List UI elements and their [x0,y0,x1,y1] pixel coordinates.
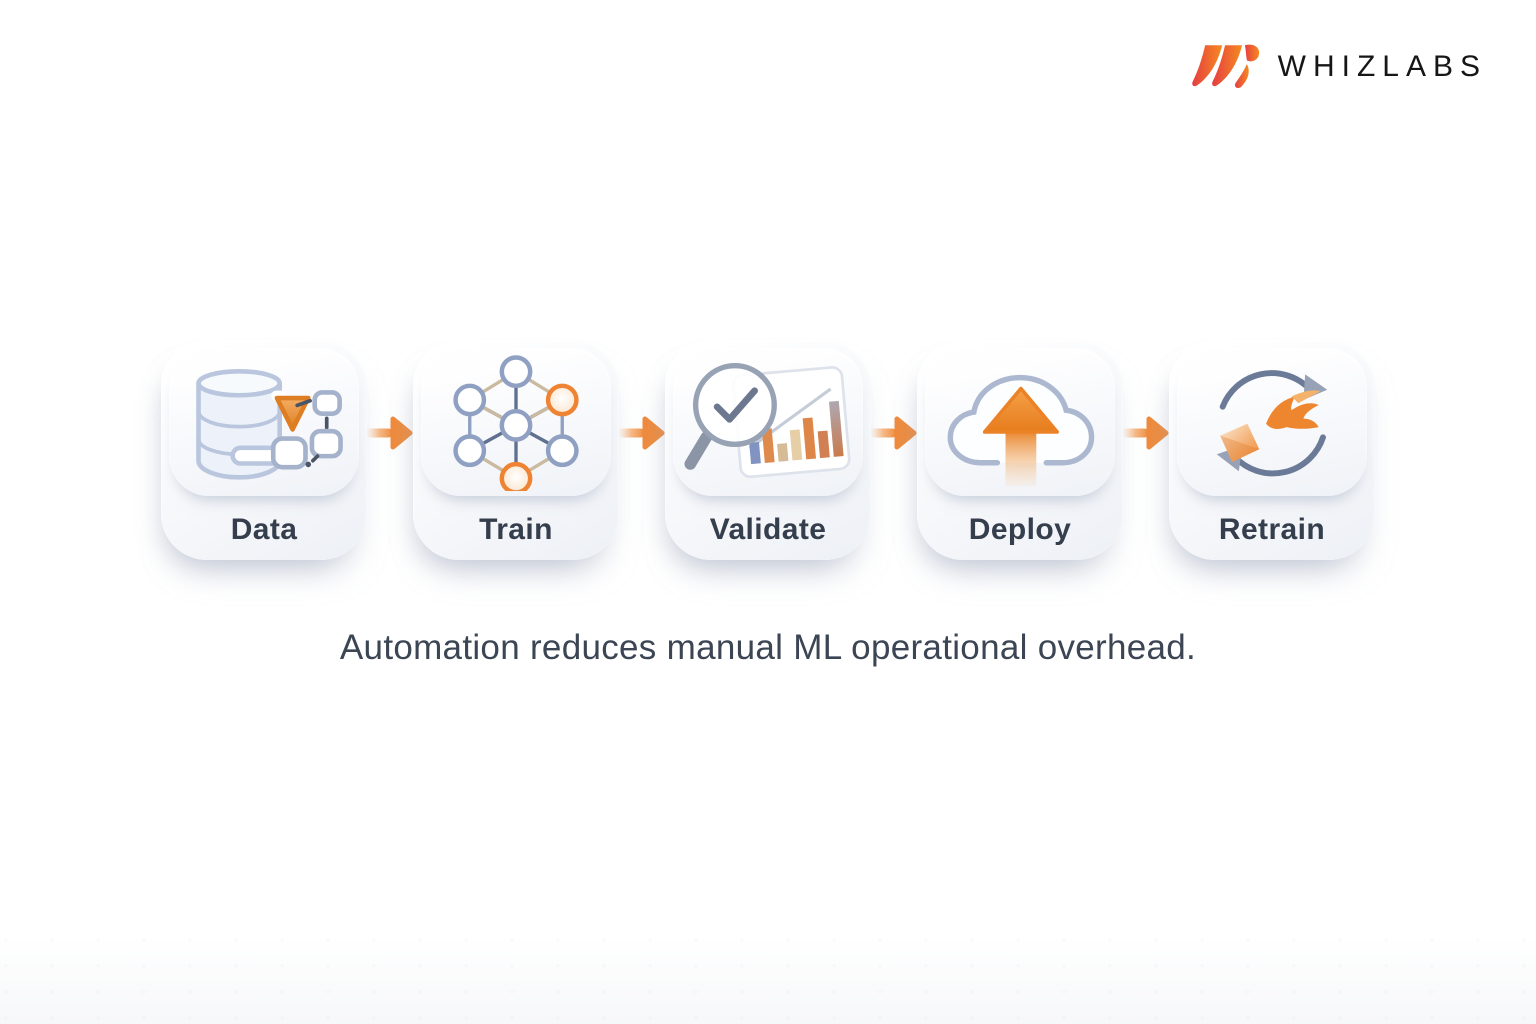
caption-text: Automation reduces manual ML operational… [339,628,1197,667]
step-icon-panel [169,348,359,496]
step-label: Deploy [968,513,1072,546]
step-label: Data [230,513,298,546]
flow-arrow-icon [870,416,917,450]
step-icon-panel [673,348,863,496]
bottom-texture [0,934,1536,1024]
pipeline-step-deploy: Deploy [917,340,1123,560]
cloud-upload-icon [947,374,1095,487]
refresh-cycle-icon [1216,370,1328,477]
step-label: Validate [709,513,827,546]
ml-pipeline-flow: Data [161,340,1375,560]
step-label: Retrain [1218,513,1326,546]
neural-network-icon [453,355,579,491]
brand-name: WHIZLABS [1277,50,1487,83]
step-icon-panel [925,348,1115,496]
pipeline-step-train: Train [413,340,619,560]
magnifier-check-chart-icon [684,363,851,479]
pipeline-step-validate: Validate [665,340,871,560]
flow-arrow-icon [1122,416,1169,450]
brand-logo: WHIZLABS [1190,42,1487,92]
step-icon-panel [421,348,611,496]
pipeline-step-retrain: Retrain [1169,340,1375,560]
database-filter-icon [196,368,343,480]
flow-arrow-icon [618,416,665,450]
step-label: Train [479,513,553,546]
pipeline-step-data: Data [161,340,367,560]
step-icon-panel [1177,348,1367,496]
flow-arrow-icon [366,416,413,450]
whizlabs-logo-icon [1191,44,1259,89]
